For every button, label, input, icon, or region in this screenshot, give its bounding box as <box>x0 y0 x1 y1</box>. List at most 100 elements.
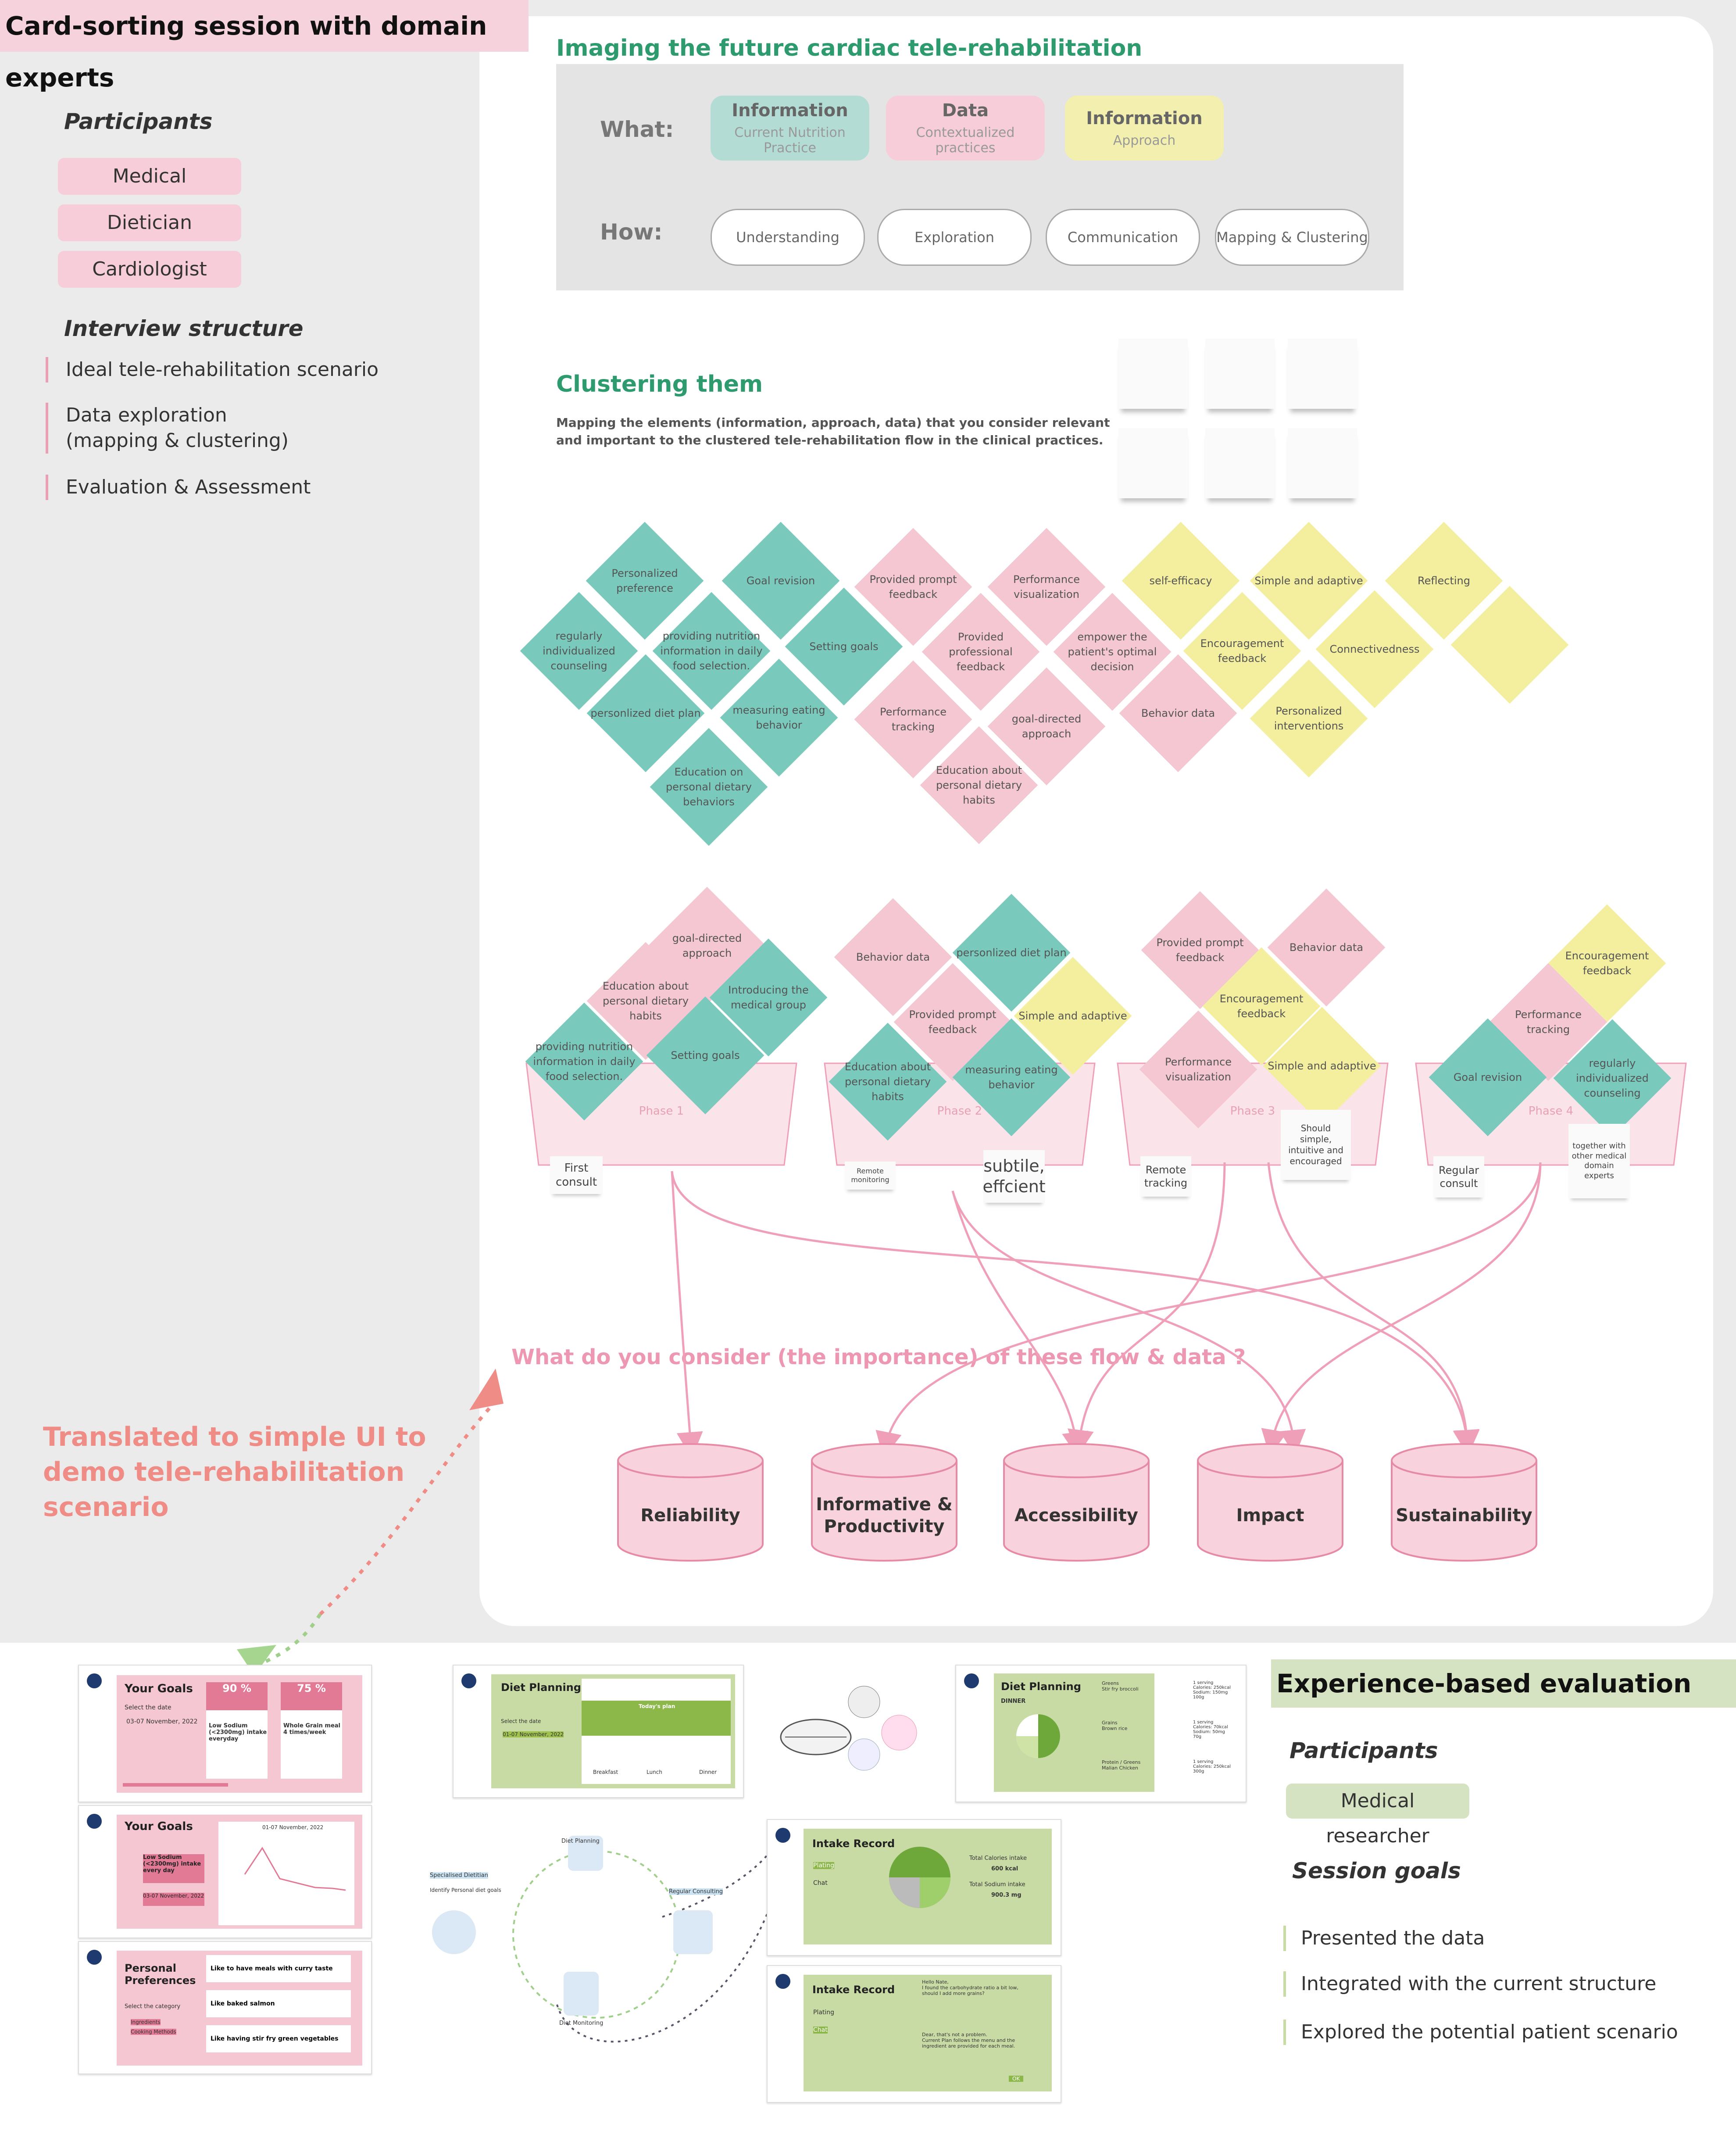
outcome-label: Accessibility <box>1014 1505 1138 1526</box>
back-icon[interactable] <box>775 1974 790 1989</box>
plan-title: Today's plan <box>639 1703 675 1709</box>
interview-item: Evaluation & Assessment <box>46 475 311 500</box>
phase-note: Remote monitoring <box>845 1162 896 1190</box>
menu-item[interactable]: Greens Stir fry broccoli <box>1102 1680 1139 1692</box>
category-tab[interactable]: Cooking Methods <box>131 2029 176 2035</box>
outcome-cylinder <box>1391 1443 1537 1562</box>
menu-item[interactable]: Grains Brown rice <box>1102 1720 1128 1731</box>
blank-sticky-note <box>1288 428 1357 498</box>
clustering-title: Clustering them <box>556 371 763 397</box>
cluster-card-label: Provided prompt feedback <box>869 573 957 601</box>
phase-card-label: Provided prompt feedback <box>909 1008 997 1036</box>
cluster-card-label: Education about personal dietary habits <box>936 764 1022 806</box>
cluster-card-label: Behavior data <box>1141 707 1215 719</box>
phase-card-label: Behavior data <box>856 951 930 963</box>
phase-card-label: personlized diet plan <box>956 947 1067 959</box>
goal-text: Whole Grain meal 4 times/week <box>283 1723 341 1736</box>
interview-title: Interview structure <box>64 316 304 341</box>
participant-chip: Cardiologist <box>58 251 241 288</box>
interview-item: Data exploration (mapping & clustering) <box>46 403 289 454</box>
goal-pct: 75 % <box>281 1682 342 1710</box>
tab-plating[interactable]: Plating <box>813 2009 835 2016</box>
menu-item-info: 1 serving Calories: 70kcal Sodium: 50mg … <box>1193 1720 1228 1739</box>
phase-note: Regular consult <box>1433 1156 1484 1197</box>
session-goal: Explored the potential patient scenario <box>1283 2020 1678 2045</box>
meal-lunch[interactable]: Lunch <box>647 1769 662 1775</box>
outcome-label: Reliability <box>640 1505 740 1526</box>
diet-planning-screen-2: Diet Planning DINNER Greens Stir fry bro… <box>955 1665 1247 1802</box>
sketch-image <box>776 1676 925 1781</box>
phase-card-label: Introducing the medical group <box>728 984 809 1011</box>
goals-screen-1: Your Goals Select the date 03-07 Novembe… <box>78 1665 372 1802</box>
cluster-card-label: Performance tracking <box>879 706 947 733</box>
phase-note: Remote tracking <box>1140 1156 1191 1197</box>
cycle-label-bottom: Diet Monitoring <box>559 2020 604 2027</box>
tab-plating[interactable]: Plating <box>813 1862 835 1869</box>
preference-item[interactable]: Like baked salmon <box>206 1990 351 2017</box>
goal-pct: 90 % <box>206 1682 268 1710</box>
date-selector[interactable]: 03-07 November, 2022 <box>126 1718 198 1725</box>
today-plan: Today's plan <box>582 1701 731 1736</box>
tab-chat[interactable]: Chat <box>813 2027 828 2034</box>
cluster-card-label: personlized diet plan <box>590 707 701 719</box>
phase-card-label: Goal revision <box>1453 1071 1522 1083</box>
meal-breakfast[interactable]: Breakfast <box>593 1769 618 1775</box>
select-category-label: Select the category <box>125 2003 181 2010</box>
back-icon[interactable] <box>87 1673 102 1688</box>
meal-dinner[interactable]: Dinner <box>699 1769 717 1775</box>
participants-title: Participants <box>64 109 213 134</box>
clustering-description: Mapping the elements (information, appro… <box>556 415 1110 447</box>
blank-sticky-note <box>1118 339 1188 409</box>
consulting-icon <box>673 1910 713 1954</box>
diet-title: Diet Planning <box>501 1681 581 1694</box>
session-goals-title: Session goals <box>1292 1858 1461 1884</box>
preference-item[interactable]: Like to have meals with curry taste <box>206 1955 351 1982</box>
date-selector[interactable]: 03-07 November, 2022 <box>143 1893 204 1906</box>
select-date-label: Select the date <box>125 1704 171 1711</box>
diet-title: Diet Planning <box>1001 1680 1081 1693</box>
goal-badge: Low Sodium (<2300mg) intake every day <box>143 1854 204 1883</box>
phase-note: subtile, effcient <box>982 1150 1046 1203</box>
cluster-card-label: Personalized preference <box>611 567 678 594</box>
menu-list <box>1155 1673 1237 1792</box>
back-icon[interactable] <box>461 1673 476 1688</box>
intake-record-screen-2: Intake Record Plating Chat Hello Nate, I… <box>767 1965 1061 2103</box>
phase-card-label: Performance tracking <box>1515 1008 1582 1036</box>
phase-note: together with other medical domain exper… <box>1568 1124 1630 1198</box>
menu-item[interactable]: Protein / Greens Malian Chicken <box>1102 1759 1141 1771</box>
date-selector[interactable]: 01-07 November, 2022 <box>503 1731 564 1737</box>
phase-card-label: measuring eating behavior <box>965 1064 1058 1091</box>
sodium-label: Total Sodium intake <box>969 1881 1025 1888</box>
back-icon[interactable] <box>87 1950 102 1965</box>
cycle-label-top: Diet Planning <box>561 1838 600 1844</box>
intake-title: Intake Record <box>812 1837 895 1850</box>
phase-card-label: goal-directed approach <box>672 932 742 959</box>
blank-sticky-note <box>1205 339 1275 409</box>
cluster-card-label: Encouragement feedback <box>1200 637 1284 665</box>
diet-planning-icon <box>568 1836 603 1871</box>
cycle-sublabel-left: Identify Personal diet goals <box>430 1887 501 1893</box>
tab-chat[interactable]: Chat <box>813 1880 828 1887</box>
translated-caption: Translated to simple UI to demo tele-reh… <box>43 1422 426 1523</box>
outcome-cylinder <box>811 1443 957 1562</box>
cluster-card-label: measuring eating behavior <box>732 704 825 731</box>
cluster-card-label: Setting goals <box>809 640 879 653</box>
blank-sticky-note <box>1205 428 1275 498</box>
outcome-label: Impact <box>1236 1505 1304 1526</box>
ok-button[interactable]: OK <box>1009 2076 1024 2082</box>
phase-label: Phase 4 <box>1528 1105 1574 1118</box>
session-goal: Presented the data <box>1283 1926 1485 1951</box>
cycle-label-right: Regular Consulting <box>669 1888 723 1895</box>
back-icon[interactable] <box>964 1673 979 1688</box>
intake-pie-icon <box>889 1847 950 1908</box>
preference-item[interactable]: Like having stir fry green vegetables <box>206 2025 351 2052</box>
category-tab[interactable]: Ingredients <box>131 2019 161 2025</box>
back-icon[interactable] <box>87 1814 102 1829</box>
back-icon[interactable] <box>775 1828 790 1843</box>
phase-label: Phase 2 <box>937 1105 982 1118</box>
blank-sticky-note <box>1118 428 1188 498</box>
